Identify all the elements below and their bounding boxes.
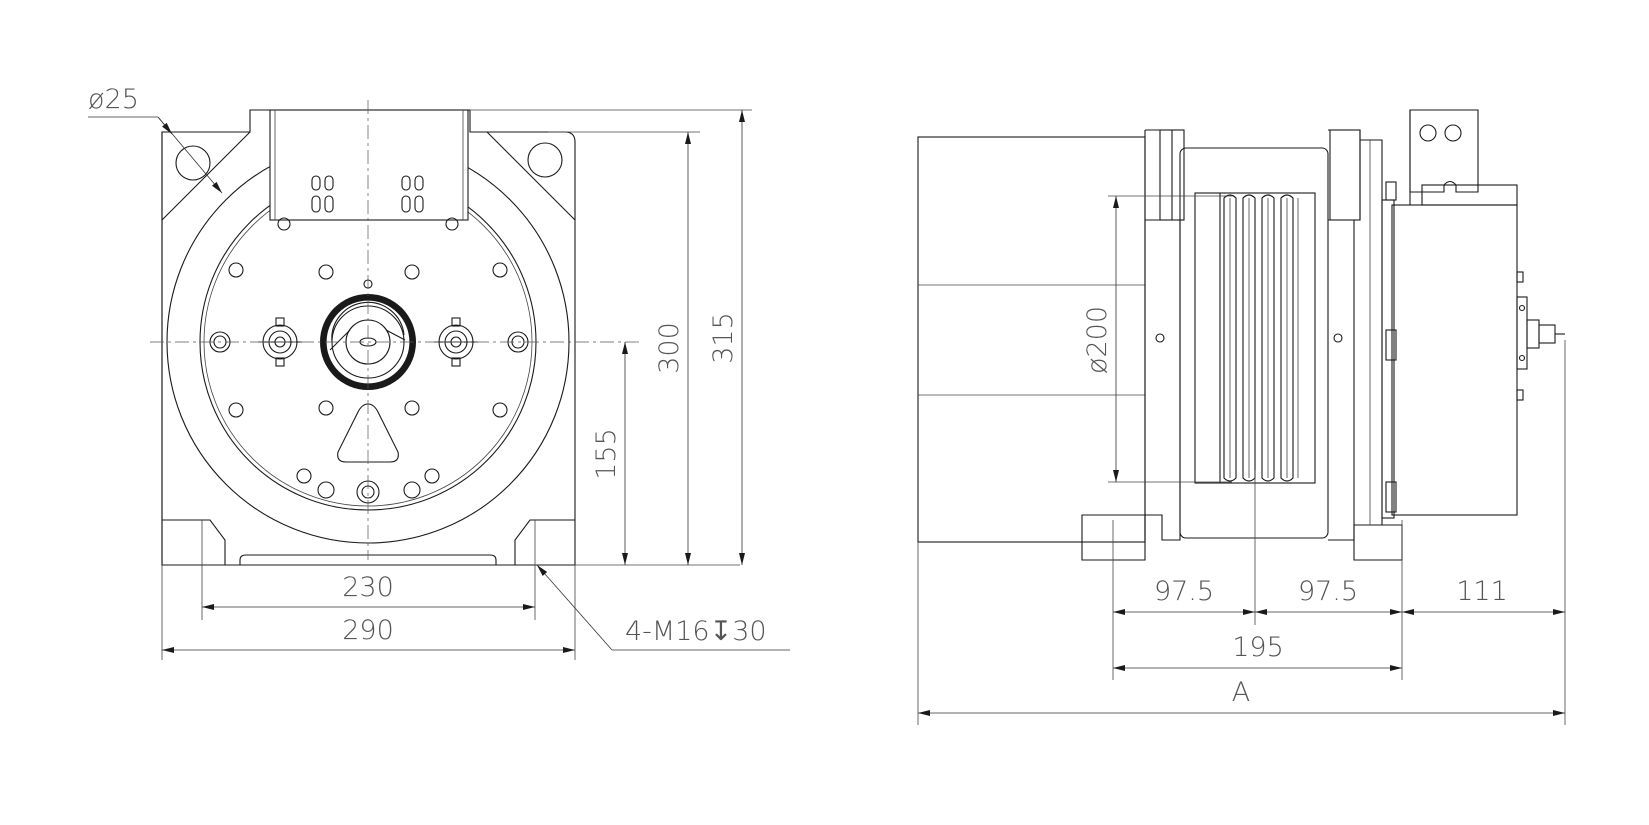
dim-315-label: 315 <box>708 312 739 364</box>
left-stand <box>1081 129 1181 561</box>
dim-195-label: 195 <box>1232 632 1284 663</box>
chamfer-tr <box>486 131 576 221</box>
traction-sheave <box>1219 193 1299 483</box>
front-foot-left <box>162 519 226 565</box>
right-stand <box>1328 129 1361 541</box>
brake-top-bracket <box>1409 109 1479 193</box>
dim-97-5-right-label: 97.5 <box>1298 576 1358 607</box>
bracket-slots <box>311 175 424 213</box>
front-view: ø25 230 290 4-M16↧30 155 300 315 <box>88 84 790 660</box>
dim-300-label: 300 <box>654 322 685 374</box>
hole-dia-label: ø25 <box>88 84 139 115</box>
side-view: ø200 97.5 97.5 111 195 A <box>917 109 1566 725</box>
thread-note-label: 4-M16↧30 <box>625 616 767 647</box>
dim-230-label: 230 <box>342 572 394 603</box>
front-foot-right <box>514 519 575 565</box>
dim-290-label: 290 <box>342 615 394 646</box>
brake-terminal <box>1516 271 1565 401</box>
dim-200-label: ø200 <box>1082 306 1113 374</box>
dim-A-label: A <box>1232 677 1250 708</box>
brake-disc-housing <box>1391 204 1518 516</box>
dim-155-label: 155 <box>591 428 622 480</box>
chamfer-tl <box>161 131 251 221</box>
mount-hole-left <box>175 145 211 181</box>
brake-bracket <box>269 109 469 221</box>
sheave-housing <box>1179 147 1329 539</box>
mount-hole-right <box>527 142 563 178</box>
dim-111-label: 111 <box>1456 576 1508 607</box>
dim-97-5-left-label: 97.5 <box>1154 576 1214 607</box>
